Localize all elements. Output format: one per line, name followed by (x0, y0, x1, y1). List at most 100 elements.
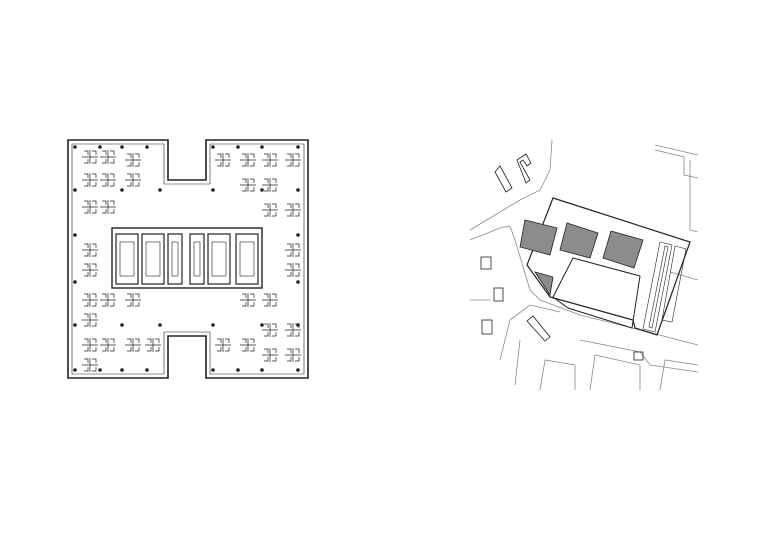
workstation (100, 150, 116, 164)
workstation-cluster (82, 263, 98, 277)
office-block (534, 271, 554, 297)
core-shaft (239, 241, 255, 277)
column (73, 145, 77, 149)
workstation-cluster (100, 293, 116, 307)
workstation-cluster (145, 338, 161, 352)
workstation-cluster (100, 200, 116, 214)
column (260, 368, 264, 372)
workstation (82, 150, 98, 164)
column (120, 323, 124, 327)
workstation-cluster (82, 173, 98, 187)
office-block (559, 222, 599, 259)
workstation (240, 153, 256, 167)
building-outline (494, 153, 532, 193)
workstation (262, 348, 278, 362)
office-blocks (519, 219, 644, 297)
column (260, 145, 264, 149)
office-block (519, 219, 558, 256)
workstation-cluster (82, 243, 98, 257)
column (145, 368, 149, 372)
road (669, 160, 699, 281)
workstation (125, 293, 141, 307)
column (236, 145, 240, 149)
workstation-cluster (82, 293, 98, 307)
column (211, 188, 215, 192)
column (73, 280, 77, 284)
core-shaft (193, 241, 201, 277)
office-block (602, 230, 644, 269)
workstation-cluster (262, 178, 278, 192)
floor-plan (67, 139, 309, 379)
workstation (285, 263, 301, 277)
column (73, 188, 77, 192)
column (73, 233, 77, 237)
workstation-cluster (240, 338, 256, 352)
workstation-cluster (285, 203, 301, 217)
workstation-cluster (100, 338, 116, 352)
workstation-cluster (240, 153, 256, 167)
column (260, 323, 264, 327)
workstation (82, 263, 98, 277)
column (296, 145, 300, 149)
workstation-cluster (262, 153, 278, 167)
workstation-cluster (82, 200, 98, 214)
column (296, 233, 300, 237)
core (111, 227, 263, 289)
workstation (82, 358, 98, 372)
workstation (285, 153, 301, 167)
workstation-clusters (82, 150, 301, 372)
workstation (262, 293, 278, 307)
core-shaft (211, 241, 227, 277)
site-plan (469, 139, 699, 391)
workstation-cluster (215, 338, 231, 352)
workstation (125, 153, 141, 167)
workstation-cluster (82, 358, 98, 372)
core-shaft (145, 241, 161, 277)
workstation (82, 338, 98, 352)
workstation (100, 200, 116, 214)
road (579, 339, 699, 391)
workstation (125, 173, 141, 187)
workstation-cluster (262, 203, 278, 217)
workstation (285, 348, 301, 362)
building-outline (481, 319, 493, 335)
workstation (240, 178, 256, 192)
building-outline (526, 315, 551, 342)
workstation (285, 243, 301, 257)
workstation (215, 153, 231, 167)
column (73, 368, 77, 372)
workstation-cluster (285, 153, 301, 167)
column (120, 368, 124, 372)
workstation-cluster (262, 323, 278, 337)
core-room (207, 233, 231, 285)
column (145, 145, 149, 149)
floor-outline (67, 139, 309, 379)
road (469, 225, 699, 346)
column (120, 145, 124, 149)
column (236, 368, 240, 372)
workstation (240, 338, 256, 352)
column (260, 188, 264, 192)
workstation (100, 293, 116, 307)
workstation (82, 243, 98, 257)
workstation (100, 173, 116, 187)
workstation-cluster (125, 153, 141, 167)
workstation-cluster (125, 338, 141, 352)
core-shaft (171, 241, 179, 277)
workstation (82, 200, 98, 214)
site-boundary (526, 197, 691, 336)
floor-inner-outline (71, 143, 305, 375)
core-room (167, 233, 183, 285)
building-outline (480, 256, 492, 270)
workstation-cluster (262, 293, 278, 307)
workstation (240, 293, 256, 307)
column (296, 368, 300, 372)
workstation-cluster (125, 293, 141, 307)
column (296, 323, 300, 327)
column (73, 323, 77, 327)
road (470, 299, 561, 386)
road (654, 144, 699, 179)
workstation (262, 178, 278, 192)
core-room (189, 233, 205, 285)
building-outline (633, 351, 644, 361)
